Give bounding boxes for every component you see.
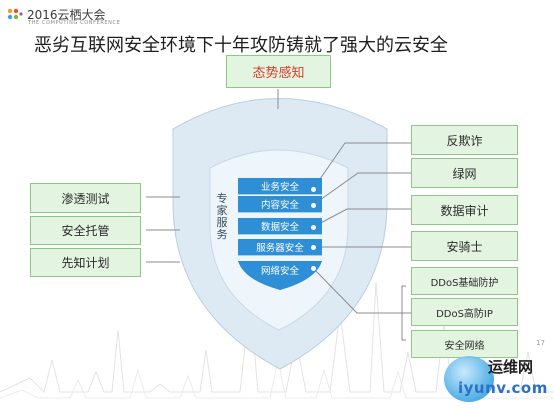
connector-right-1 [312, 142, 411, 190]
service-penetration-testing: 渗透测试 [30, 183, 141, 213]
layer-content-security: 内容安全 [238, 196, 322, 213]
slide-title: 恶劣互联网安全环境下十年攻防铸就了强大的云安全 [34, 35, 448, 56]
connector-dot [310, 224, 317, 231]
expert-service-label: 专家服务 [216, 192, 228, 241]
connector-right-2 [312, 172, 411, 206]
connector-right-5 [312, 267, 411, 314]
page-number: 17 [536, 339, 545, 347]
conference-logo: 2016云栖大会 THE COMPUTING CONFERENCE [6, 4, 136, 28]
service-xianzhi-program: 先知计划 [30, 248, 141, 277]
connector-dot [310, 265, 317, 272]
watermark-site-name: 运维网 [488, 358, 534, 376]
service-anti-fraud: 反欺诈 [411, 125, 518, 155]
service-green-net: 绿网 [411, 158, 518, 188]
event-name: 2016云栖大会 [27, 8, 106, 22]
service-secure-network: 安全网络 [411, 330, 518, 358]
layer-business-security: 业务安全 [238, 178, 322, 195]
site-watermark: 运维网 iyunv.com [438, 352, 550, 406]
connector-dot [310, 244, 317, 251]
service-security-hosting: 安全托管 [30, 216, 141, 245]
connector-dot [310, 202, 317, 209]
connector-right-3 [312, 208, 411, 228]
connector-right-bracket [401, 285, 406, 341]
service-data-audit: 数据审计 [411, 195, 518, 225]
service-ddos-basic-protection: DDoS基础防护 [411, 267, 518, 295]
service-ddos-high-defense-ip: DDoS高防IP [411, 298, 518, 326]
event-subtitle: THE COMPUTING CONFERENCE [28, 20, 121, 26]
layer-server-security: 服务器安全 [238, 239, 322, 256]
situation-awareness-box: 态势感知 [226, 55, 331, 88]
layer-data-security: 数据安全 [238, 218, 322, 235]
watermark-site-url: iyunv.com [458, 379, 548, 397]
watermark-globe-icon [444, 356, 494, 402]
service-server-guard: 安骑士 [411, 231, 518, 261]
layer-network-security: 网络安全 [260, 265, 299, 277]
logo-mark-icon [7, 8, 23, 20]
layer-stack-bottom [238, 261, 322, 290]
connector-dot [310, 186, 317, 193]
